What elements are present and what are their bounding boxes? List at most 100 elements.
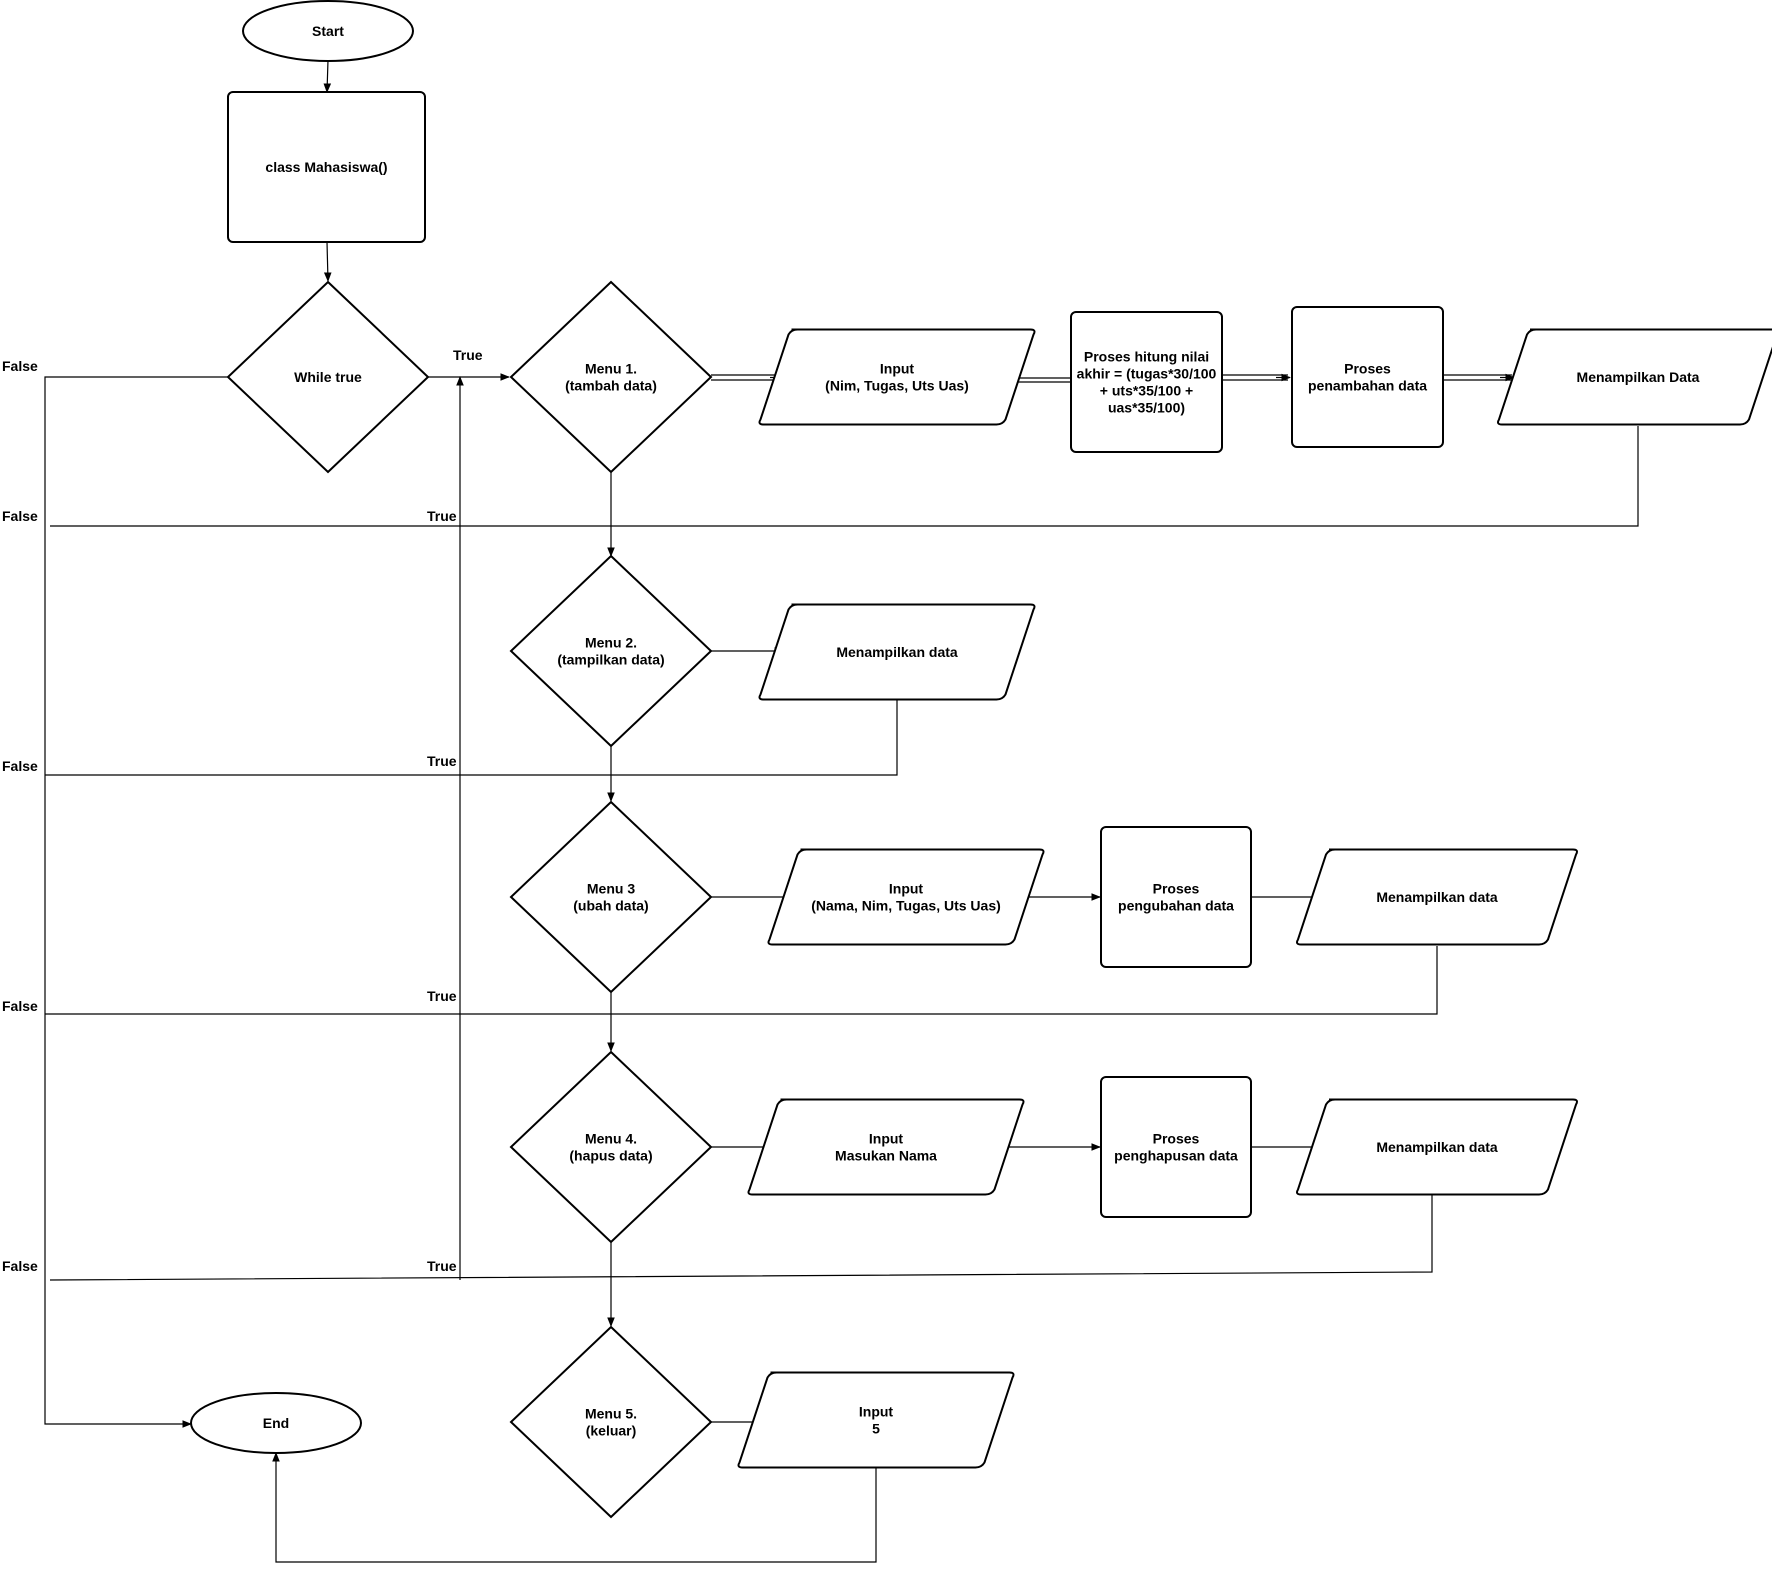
node-label: While true [294, 369, 362, 385]
node-shape [758, 603, 1036, 701]
node-shape [1100, 1076, 1252, 1218]
edge-label-false-4: False [2, 1258, 38, 1274]
node-label: Menu 4. [585, 1131, 637, 1147]
edge-label-true-while: True [453, 347, 483, 363]
node-label: akhir = (tugas*30/100 [1077, 366, 1217, 382]
edge-label-false-2: False [2, 758, 38, 774]
node-shape [509, 554, 713, 748]
edge-tampil2-loop [45, 700, 898, 776]
edge-label-true-2: True [427, 753, 457, 769]
node-label: penghapusan data [1114, 1148, 1238, 1164]
node-shape [758, 328, 1036, 426]
node-shape [227, 91, 426, 243]
node-label: Input [859, 1404, 894, 1420]
connectors [44, 59, 1639, 1563]
node-label: Input [889, 881, 924, 897]
node-label: Input [880, 361, 915, 377]
node-label: (ubah data) [573, 898, 648, 914]
edge-label-true-1: True [427, 508, 457, 524]
node-menu3: Menu 3(ubah data) [509, 800, 713, 994]
node-menu4: Menu 4.(hapus data) [509, 1050, 713, 1244]
node-label: Menampilkan data [1376, 1139, 1498, 1155]
node-label: (tampilkan data) [557, 652, 664, 668]
node-label: Menu 1. [585, 361, 637, 377]
node-shape [767, 848, 1045, 946]
node-label: Menu 3 [587, 881, 635, 897]
node-label: (Nim, Tugas, Uts Uas) [825, 378, 969, 394]
node-input3: Input(Nama, Nim, Tugas, Uts Uas) [767, 848, 1045, 946]
node-shape [190, 1392, 362, 1454]
edge-while-false-end [44, 376, 228, 1428]
node-label: penambahan data [1308, 378, 1427, 394]
node-tampil1: Menampilkan Data [1497, 328, 1772, 426]
node-label: (tambah data) [565, 378, 657, 394]
node-label: Menu 5. [585, 1406, 637, 1422]
node-label: pengubahan data [1118, 898, 1234, 914]
node-tampil3: Menampilkan data [1296, 848, 1578, 946]
node-shape [509, 1325, 713, 1519]
node-shape [1497, 328, 1772, 426]
edge-class-while [323, 241, 332, 282]
edge-input5-end [272, 1452, 877, 1563]
node-tampil2: Menampilkan data [758, 603, 1036, 701]
node-label: Proses [1153, 1131, 1200, 1147]
edge-label-false-3: False [2, 998, 38, 1014]
node-while: While true [226, 280, 430, 474]
node-label: End [263, 1415, 289, 1431]
node-label: 5 [872, 1421, 880, 1437]
edge-hitung-tambah [1222, 374, 1288, 381]
node-shape [509, 800, 713, 994]
edge-tampil3-loop [45, 946, 1438, 1015]
node-shape [509, 1050, 713, 1244]
node-menu5: Menu 5.(keluar) [509, 1325, 713, 1519]
node-input1: Input(Nim, Tugas, Uts Uas) [758, 328, 1036, 426]
node-shape [747, 1098, 1025, 1196]
node-label: Input [869, 1131, 904, 1147]
node-shape [1291, 306, 1444, 448]
node-label: (Nama, Nim, Tugas, Uts Uas) [811, 898, 1001, 914]
edge-menu1-input1 [711, 374, 782, 381]
edge-tampil1-loop [50, 426, 1639, 527]
node-shape [1100, 826, 1252, 968]
edge-label-true-3: True [427, 988, 457, 1004]
node-label: Masukan Nama [835, 1148, 937, 1164]
node-label: Proses hitung nilai [1084, 349, 1209, 365]
node-label: Proses [1153, 881, 1200, 897]
node-label: Menampilkan data [836, 644, 958, 660]
node-label: Menampilkan Data [1577, 369, 1700, 385]
node-label: class Mahasiswa() [265, 159, 387, 175]
node-label: Menampilkan data [1376, 889, 1498, 905]
node-label: (keluar) [586, 1423, 637, 1439]
node-label: Start [312, 23, 344, 39]
node-menu2: Menu 2.(tampilkan data) [509, 554, 713, 748]
node-shape [1296, 848, 1578, 946]
node-shape [1070, 311, 1223, 453]
node-label: + uts*35/100 + [1100, 383, 1193, 399]
node-label: Menu 2. [585, 635, 637, 651]
node-tampil4: Menampilkan data [1296, 1098, 1578, 1196]
node-label: uas*35/100) [1108, 400, 1185, 416]
edge-tampil4-loop [49, 1192, 1433, 1281]
node-shape [226, 280, 430, 474]
node-shape [509, 280, 713, 474]
node-class: class Mahasiswa() [227, 91, 426, 243]
edge-label-false-1: False [2, 508, 38, 524]
node-menu1: Menu 1.(tambah data) [509, 280, 713, 474]
edge-tambah-tampil1 [1443, 374, 1512, 381]
node-shape [1296, 1098, 1578, 1196]
node-label: Proses [1344, 361, 1391, 377]
node-shape [242, 0, 414, 62]
node-label: (hapus data) [569, 1148, 652, 1164]
edge-start-class [323, 59, 332, 93]
node-shape [737, 1371, 1015, 1469]
node-start: Start [242, 0, 414, 62]
